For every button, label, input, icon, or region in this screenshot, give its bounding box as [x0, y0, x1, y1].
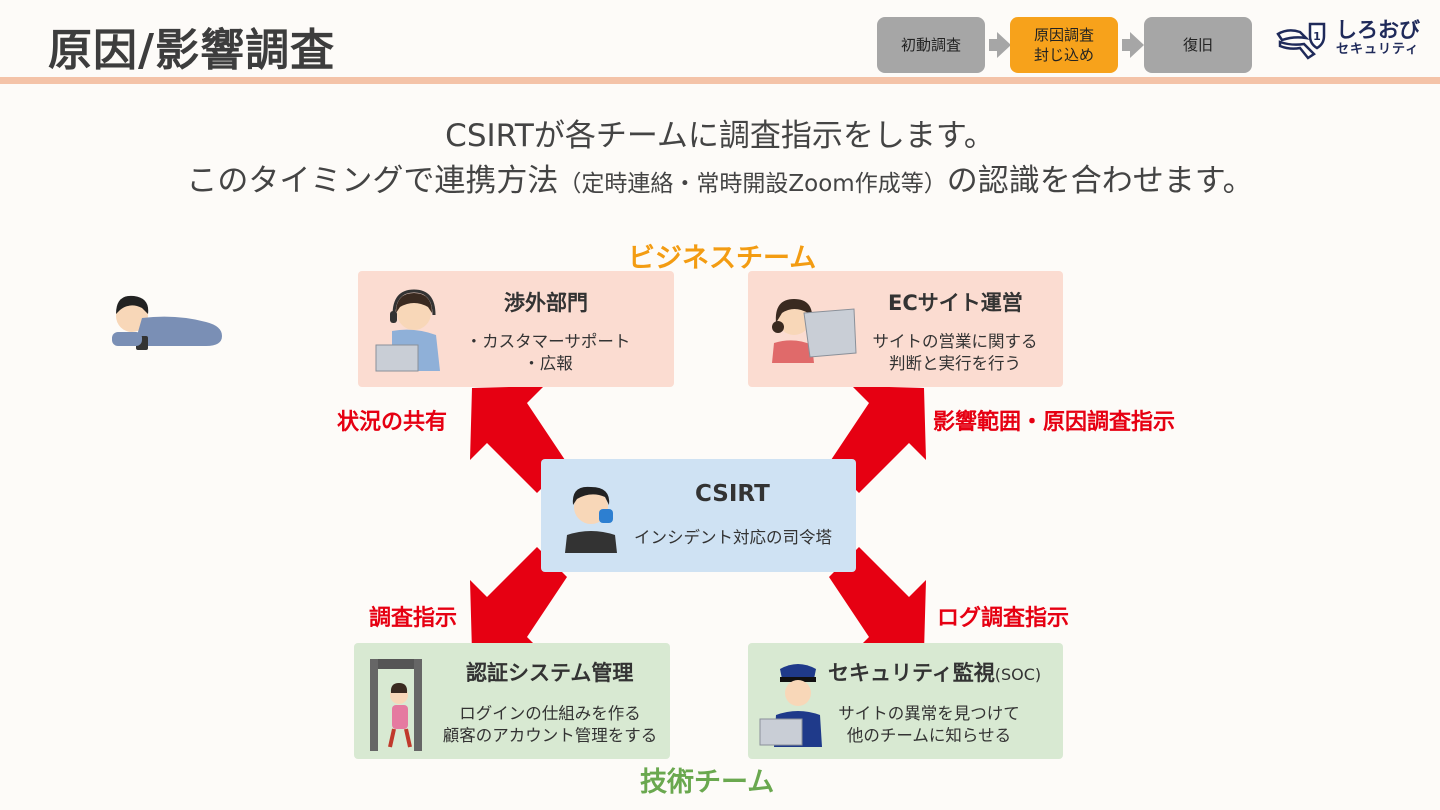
- step-label: 復旧: [1182, 36, 1213, 54]
- headline-line-1: CSIRTが各チームに調査指示をします。: [445, 118, 995, 154]
- card-desc: サイトの営業に関する 判断と実行を行う: [860, 331, 1050, 375]
- card-title: 渉外部門: [504, 291, 588, 315]
- card-desc-line1: ログインの仕組みを作る: [459, 704, 641, 723]
- step-label-line1: 原因調査: [1033, 26, 1094, 44]
- step-label: 初動調査: [900, 36, 961, 54]
- card-title-suffix: (SOC): [994, 665, 1042, 684]
- card-desc-line2: 顧客のアカウント管理をする: [442, 726, 658, 745]
- business-team-label: ビジネスチーム: [628, 243, 817, 274]
- step-arrow: [1122, 32, 1144, 58]
- header-divider: [0, 77, 1440, 84]
- headline-line2-paren: （定時連絡・常時開設Zoom作成等）: [558, 171, 947, 197]
- card-desc: インシデント対応の司令塔: [634, 528, 832, 547]
- card-desc: ログインの仕組みを作る 顧客のアカウント管理をする: [440, 703, 660, 747]
- step-label-line2: 封じ込め: [1033, 46, 1094, 64]
- step-recovery: 復旧: [1144, 17, 1252, 73]
- step-arrow: [989, 32, 1011, 58]
- card-csirt: CSIRT インシデント対応の司令塔: [541, 459, 856, 572]
- card-title: セキュリティ監視(SOC): [828, 657, 1041, 687]
- security-gate-icon: [370, 659, 422, 751]
- technical-team-label: 技術チーム: [640, 767, 775, 798]
- headline-line2-a: このタイミングで連携方法: [186, 163, 559, 199]
- logo-sub-text: セキュリティ: [1336, 42, 1420, 57]
- card-desc-line1: ・カスタマーサポート: [465, 332, 631, 351]
- operator-headset-icon: [375, 289, 440, 372]
- card-desc-line1: サイトの異常を見つけて: [838, 704, 1020, 723]
- arrow-label-share: 状況の共有: [337, 410, 448, 435]
- arrow-label-investigate: 調査指示: [369, 606, 458, 631]
- shield-number: 1: [1313, 30, 1321, 43]
- arrow-label-log: ログ調査指示: [937, 606, 1070, 631]
- card-security-monitoring: セキュリティ監視(SOC) サイトの異常を見つけて 他のチームに知らせる: [748, 643, 1063, 759]
- step-initial-investigation: 初動調査: [877, 17, 985, 73]
- logo-main-text: しろおび: [1336, 18, 1420, 42]
- card-desc: サイトの異常を見つけて 他のチームに知らせる: [834, 703, 1024, 747]
- card-title-main: セキュリティ監視: [828, 661, 995, 685]
- woman-laptop-icon: [772, 299, 857, 363]
- card-desc-line2: 判断と実行を行う: [889, 354, 1021, 373]
- arrow-log-icon: [829, 547, 926, 654]
- card-external-relations: 渉外部門 ・カスタマーサポート ・広報: [358, 271, 674, 387]
- card-desc: ・カスタマーサポート ・広報: [458, 331, 638, 375]
- card-auth-system: 認証システム管理 ログインの仕組みを作る 顧客のアカウント管理をする: [354, 643, 670, 759]
- police-officer-laptop-icon: [759, 664, 822, 747]
- card-title: ECサイト運営: [888, 291, 1023, 315]
- shirobi-belt-logo-icon: 1: [1276, 22, 1326, 60]
- headline-line-2: このタイミングで連携方法（定時連絡・常時開設Zoom作成等）の認識を合わせます。: [0, 155, 1440, 200]
- card-desc-line2: 他のチームに知らせる: [846, 726, 1012, 745]
- card-title: CSIRT: [695, 481, 770, 507]
- commander-whistle-icon: [565, 486, 617, 553]
- card-title: 認証システム管理: [466, 661, 634, 685]
- headline-line2-b: の認識を合わせます。: [946, 163, 1254, 199]
- step-root-cause-containment: 原因調査 封じ込め: [1010, 17, 1118, 73]
- logo-wordmark: しろおび セキュリティ: [1336, 18, 1420, 58]
- arrow-investigate-icon: [470, 547, 567, 654]
- page-title: 原因/影響調査: [48, 25, 336, 76]
- card-ec-site: ECサイト運営 サイトの営業に関する 判断と実行を行う: [748, 271, 1063, 387]
- card-desc-line2: ・広報: [523, 354, 573, 373]
- lying-person-illustration-icon: [112, 295, 222, 350]
- arrow-label-impact: 影響範囲・原因調査指示: [933, 410, 1176, 435]
- card-desc-line1: サイトの営業に関する: [872, 332, 1038, 351]
